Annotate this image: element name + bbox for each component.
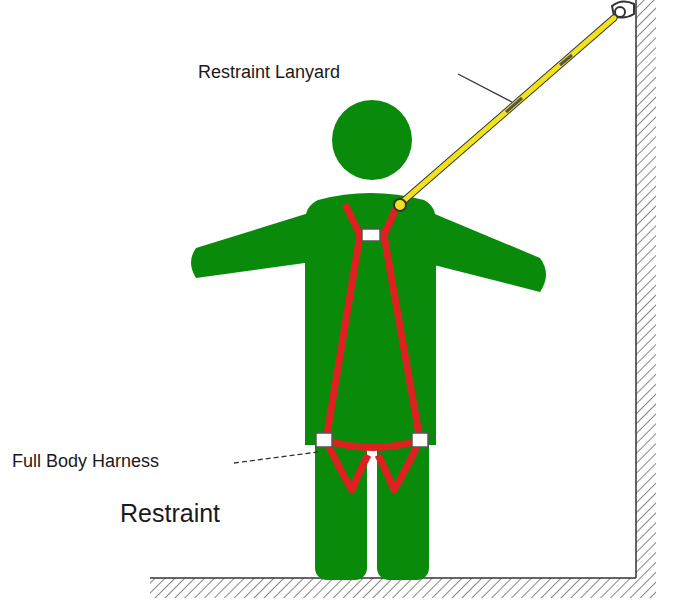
full-body-harness <box>326 204 420 490</box>
part-label: Full Body Harness <box>12 452 159 472</box>
leader-line <box>234 452 318 463</box>
mode-label: Restraint <box>120 500 220 528</box>
wall-hatch <box>636 0 656 592</box>
leader-line <box>458 74 512 102</box>
restraint-lanyard <box>394 18 614 211</box>
part-label: Restraint Lanyard <box>198 63 340 83</box>
floor-hatch <box>150 578 656 598</box>
worker-figure <box>191 100 546 580</box>
